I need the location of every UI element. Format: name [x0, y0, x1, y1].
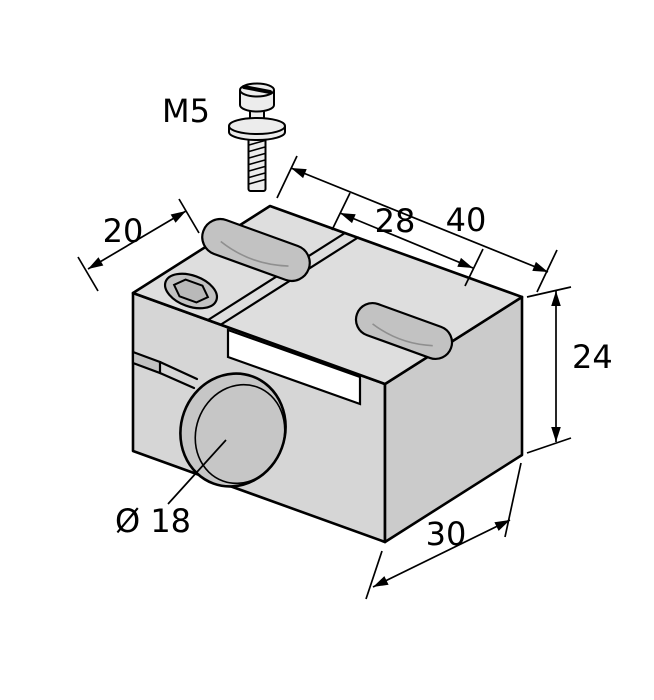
dimension-24: 24 [526, 286, 613, 454]
dimension-40-label: 40 [446, 201, 487, 239]
top-slot-right [354, 301, 454, 361]
clamp-slit [131, 350, 199, 390]
dimensions: 20 40 28 24 [77, 92, 613, 600]
screw-drive-slot [242, 85, 272, 94]
clamp-block [131, 204, 524, 544]
dimension-24-extension-1 [526, 286, 572, 298]
dimension-30-label: 30 [426, 515, 467, 553]
bore-hole-inner-edge [194, 383, 286, 485]
screw-thread-label: M5 [162, 92, 210, 130]
dimension-24-extension-2 [526, 437, 572, 454]
dimension-28-label: 28 [375, 202, 416, 240]
dimension-20-extension-2 [178, 198, 200, 234]
dimension-30: 30 [365, 462, 522, 600]
dimension-20-extension-1 [77, 256, 99, 292]
dimension-30-line [372, 519, 511, 588]
hex-socket-hexagon [172, 278, 210, 304]
bore-leader-line [167, 439, 227, 505]
screw-washer [228, 117, 286, 141]
hex-socket [163, 272, 219, 310]
dimension-28-extension-1 [331, 192, 351, 231]
dimension-28: 28 [331, 192, 484, 287]
bore-hole [179, 372, 287, 488]
dimension-28-line [339, 212, 474, 269]
screw-threaded-shaft [247, 132, 267, 192]
m5-screw [228, 82, 286, 192]
dimension-bore-diameter: Ø 18 [115, 439, 227, 540]
dimension-30-extension-1 [365, 550, 383, 600]
dimension-30-extension-2 [504, 462, 522, 538]
dimension-40-extension-1 [276, 155, 298, 199]
dimension-20: 20 [77, 198, 200, 292]
label-plate [226, 328, 362, 406]
dimension-20-line [87, 210, 187, 270]
dimension-20-label: 20 [103, 212, 144, 250]
screw-threads [248, 139, 266, 185]
dimension-28-extension-2 [464, 248, 484, 287]
bore-diameter-label: Ø 18 [115, 502, 191, 540]
dimension-24-label: 24 [572, 338, 613, 376]
